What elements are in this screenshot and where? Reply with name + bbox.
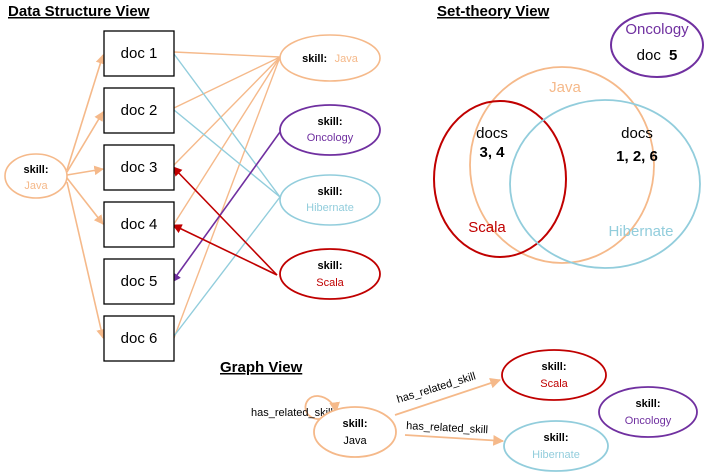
source-skill-node: skill: Java — [4, 153, 68, 199]
node-key: skill: — [342, 418, 367, 430]
hibernate-set — [509, 99, 701, 269]
java-set — [469, 66, 655, 264]
java-hibernate-docs-line2: 1, 2, 6 — [616, 148, 658, 165]
doc-box: doc 4 — [103, 201, 175, 248]
scala-set-label: Scala — [468, 219, 506, 236]
node-value: Hibernate — [306, 202, 354, 214]
node-value: Oncology — [307, 132, 354, 144]
doc-box: doc 6 — [103, 315, 175, 362]
doc-label: doc 6 — [121, 330, 158, 347]
edge-to-scala — [394, 377, 502, 416]
doc-label: doc 3 — [121, 159, 158, 176]
java-hibernate-docs-line1: docs — [621, 125, 653, 142]
node-value: Scala — [316, 277, 344, 289]
graph-node-hibernate: skill: Hibernate — [503, 420, 609, 472]
edge-hibernate-label: has_related_skill — [406, 420, 488, 436]
set-theory-title: Set-theory View — [437, 3, 550, 20]
node-key: skill: — [317, 260, 342, 272]
skill-node-java: skill: Java — [279, 34, 381, 82]
node-text: skill: Java — [302, 49, 359, 66]
self-loop-edge — [304, 395, 340, 420]
graph-view-title: Graph View — [220, 359, 303, 376]
edge-to-hibernate — [404, 434, 505, 446]
graph-node-java: skill: Java — [313, 406, 397, 458]
node-key: skill: — [23, 164, 48, 176]
graph-edges — [304, 377, 505, 446]
node-value: Hibernate — [532, 449, 580, 461]
docs-numbers: 5 — [669, 47, 677, 64]
doc-box: doc 2 — [103, 87, 175, 134]
hibernate-set-label: Hibernate — [608, 223, 673, 240]
node-value: Scala — [540, 378, 568, 390]
scala-java-docs-line2: 3, 4 — [479, 144, 505, 161]
docs-prefix: doc — [637, 47, 662, 64]
oncology-set-docs: doc 5 — [637, 47, 678, 64]
doc-box: doc 1 — [103, 30, 175, 77]
node-key: skill: — [302, 53, 327, 65]
node-value: Java — [335, 53, 359, 65]
scala-skill-edges — [172, 166, 278, 276]
doc-label: doc 1 — [121, 45, 158, 62]
data-structure-title: Data Structure View — [8, 3, 150, 20]
node-key: skill: — [635, 398, 660, 410]
hibernate-skill-edges — [173, 53, 281, 337]
java-set-label: Java — [549, 79, 581, 96]
java-source-edges — [66, 54, 106, 339]
skill-node-scala: skill: Scala — [279, 248, 381, 300]
doc-label: doc 2 — [121, 102, 158, 119]
node-value: Oncology — [625, 415, 672, 427]
skill-node-hibernate: skill: Hibernate — [279, 174, 381, 226]
oncology-edge — [171, 131, 281, 283]
node-key: skill: — [317, 116, 342, 128]
node-value: Java — [24, 180, 48, 192]
self-loop-label: has_related_skill — [251, 407, 333, 419]
java-skill-edges — [173, 51, 281, 339]
doc-list: doc 1 doc 2 doc 3 doc 4 doc 5 doc 6 — [103, 30, 175, 362]
oncology-set: Oncology doc 5 — [610, 12, 704, 78]
doc-box: doc 5 — [103, 258, 175, 305]
doc-label: doc 4 — [121, 216, 158, 233]
skill-node-oncology: skill: Oncology — [279, 104, 381, 156]
node-key: skill: — [541, 361, 566, 373]
graph-node-oncology: skill: Oncology — [598, 386, 698, 438]
oncology-set-label: Oncology — [625, 21, 689, 38]
node-key: skill: — [543, 432, 568, 444]
node-value: Java — [343, 435, 367, 447]
scala-set — [433, 100, 567, 258]
doc-label: doc 5 — [121, 273, 158, 290]
doc-box: doc 3 — [103, 144, 175, 191]
scala-java-docs-line1: docs — [476, 125, 508, 142]
graph-node-scala: skill: Scala — [501, 349, 607, 401]
node-key: skill: — [317, 186, 342, 198]
